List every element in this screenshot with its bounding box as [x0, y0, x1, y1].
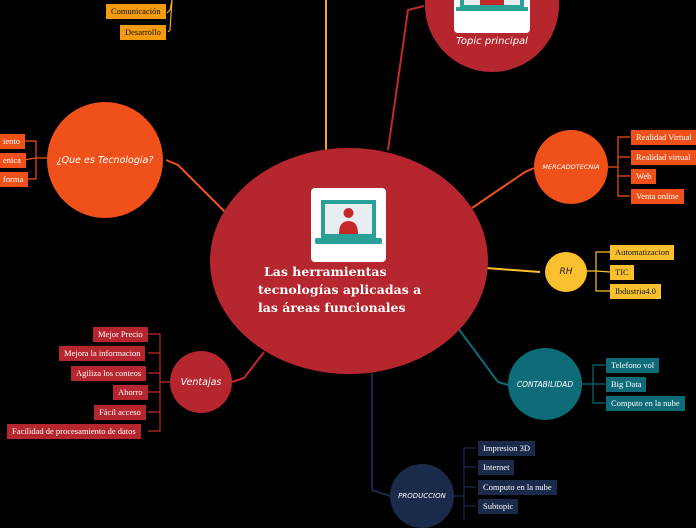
central-topic-title: Las herramientas tecnologías aplicadas a…: [258, 263, 438, 317]
tag-rh-3[interactable]: Ibdustria4.0: [610, 284, 661, 299]
tag-que-es-1[interactable]: iento: [0, 134, 25, 149]
tag-produccion-1[interactable]: Impresion 3D: [478, 441, 535, 456]
tag-ventajas-3[interactable]: Agiliza los conteos: [71, 366, 147, 381]
tag-ventajas-1[interactable]: Mejor Precio: [93, 327, 148, 342]
tag-rh-2[interactable]: TIC: [610, 265, 634, 280]
tag-produccion-4[interactable]: Subtopic: [478, 499, 519, 514]
tag-desarrollo[interactable]: Desarrollo: [120, 25, 166, 40]
ventajas-label: Ventajas: [180, 376, 222, 388]
mercadotecnia-node[interactable]: MERCADOTECNIA: [534, 130, 608, 204]
ventajas-node[interactable]: Ventajas: [170, 351, 232, 413]
tag-produccion-2[interactable]: Internet: [478, 460, 515, 475]
que-es-tecnologia-label: ¿Que es Tecnologia?: [56, 154, 154, 166]
rh-label: RH: [559, 267, 573, 277]
tag-comunicacion[interactable]: Comunicación: [106, 4, 166, 19]
contabilidad-node[interactable]: CONTABILIDAD: [508, 348, 582, 420]
tag-mercadotecnia-3[interactable]: Web: [631, 169, 657, 184]
tag-ventajas-2[interactable]: Mejora la informacion: [59, 346, 146, 361]
central-title-line-3: las áreas funcionales: [258, 300, 406, 315]
tag-ventajas-4[interactable]: Ahorro: [113, 385, 148, 400]
tag-contabilidad-3[interactable]: Computo en la nube: [606, 396, 685, 411]
computer-user-icon: [454, 0, 530, 33]
tag-mercadotecnia-4[interactable]: Venta online: [631, 189, 684, 204]
tag-produccion-3[interactable]: Computo en la nube: [478, 480, 557, 495]
mercadotecnia-label: MERCADOTECNIA: [542, 163, 600, 171]
tag-contabilidad-1[interactable]: Telefono vol: [606, 358, 660, 373]
computer-user-icon: [311, 188, 386, 262]
produccion-node[interactable]: PRODUCCION: [390, 464, 454, 528]
tag-rh-1[interactable]: Automatizacion: [610, 245, 675, 260]
produccion-label: PRODUCCION: [398, 492, 446, 500]
tag-mercadotecnia-1[interactable]: Realidad Virtual: [631, 130, 696, 145]
rh-node[interactable]: RH: [545, 252, 587, 292]
tag-mercadotecnia-2[interactable]: Realidad virtual: [631, 150, 696, 165]
central-title-line-1: Las herramientas: [264, 264, 387, 279]
tag-contabilidad-2[interactable]: Big Data: [606, 377, 647, 392]
tag-ventajas-6[interactable]: Facilidad de procesamiento de datos: [7, 424, 141, 439]
tag-que-es-3[interactable]: forma: [0, 172, 29, 187]
que-es-tecnologia-node[interactable]: ¿Que es Tecnologia?: [47, 102, 163, 218]
tag-ventajas-5[interactable]: Fácil acceso: [94, 405, 146, 420]
contabilidad-label: CONTABILIDAD: [516, 379, 574, 389]
tag-que-es-2[interactable]: enica: [0, 153, 26, 168]
topic-principal-label: Topic principal: [456, 36, 528, 47]
central-title-line-2: tecnologías aplicadas a: [258, 282, 422, 297]
